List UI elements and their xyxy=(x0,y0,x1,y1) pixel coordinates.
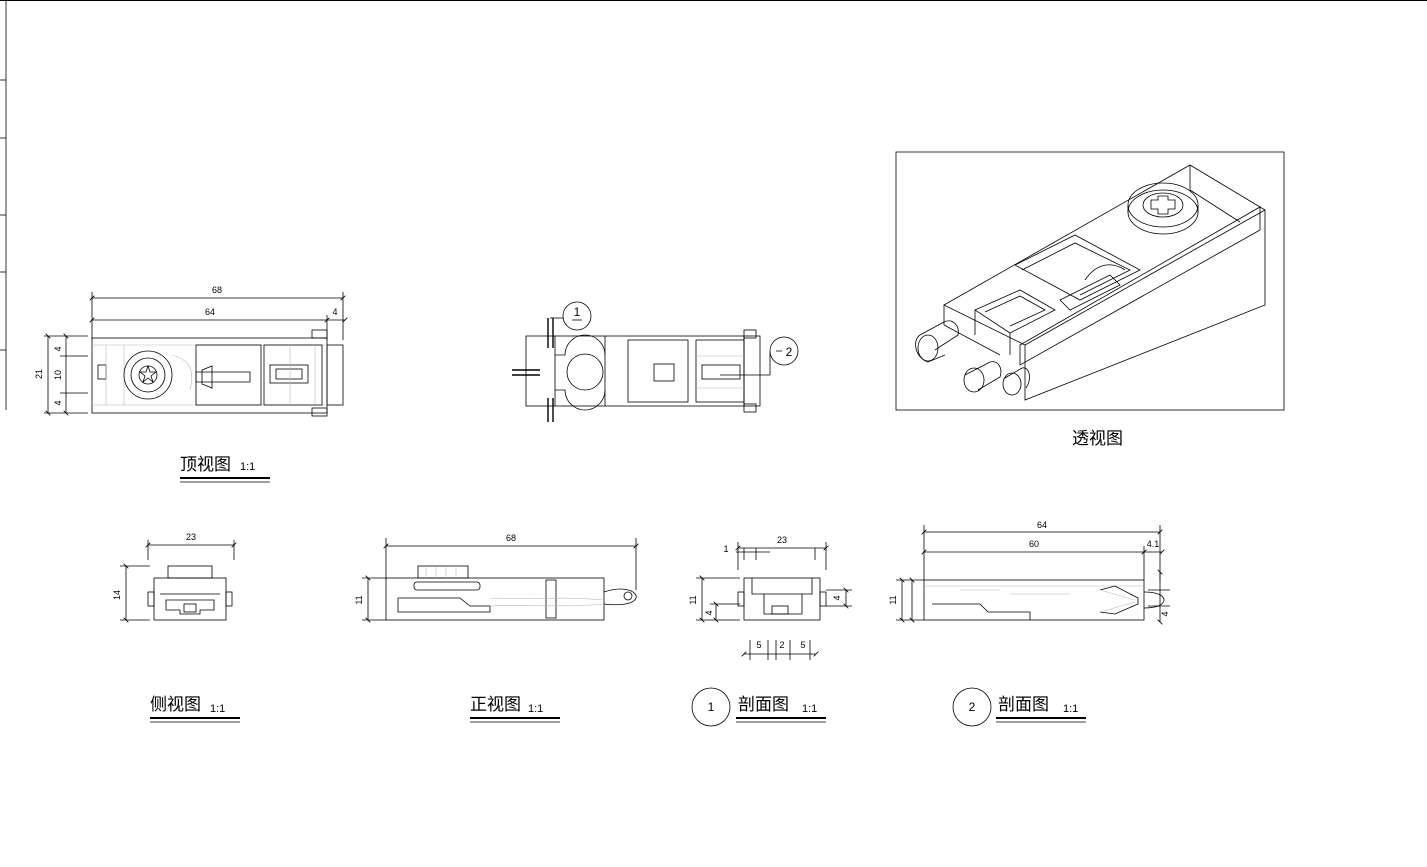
front-dim-68: 68 xyxy=(506,533,516,543)
section-marker-2: 2 xyxy=(769,336,799,366)
perspective-model xyxy=(915,164,1266,401)
top-dim-4b: 4 xyxy=(53,400,63,405)
top-view-title: 顶视图 xyxy=(180,455,231,475)
section-1-view: 23 1 11 4 4 5 2 5 1 剖面图 xyxy=(688,535,852,727)
top-dim-10: 10 xyxy=(53,370,63,380)
side-dim-23: 23 xyxy=(186,532,196,542)
top-view-scale: 1:1 xyxy=(240,461,255,473)
section-1-scale: 1:1 xyxy=(802,703,817,715)
perspective-view: 透视图 xyxy=(895,151,1285,449)
sec1-dim-1: 1 xyxy=(723,544,728,554)
perspective-frame xyxy=(895,151,1285,411)
sec2-dim-11: 11 xyxy=(888,595,898,604)
section-cut-marks xyxy=(512,317,771,422)
sec2-dim-64: 64 xyxy=(1037,520,1047,530)
side-view: 23 14 侧视图 1:1 xyxy=(112,532,240,723)
top-dim-68: 68 xyxy=(212,285,222,295)
top-dim-21: 21 xyxy=(34,369,44,379)
top-view-body xyxy=(91,329,344,417)
section-2-title: 剖面图 xyxy=(998,695,1049,715)
sec2-dim-4-1: 4.1 xyxy=(1147,539,1160,549)
side-dim-14: 14 xyxy=(112,590,122,600)
sec1-dim-4-right: 4 xyxy=(832,595,842,600)
top-dim-4: 4 xyxy=(332,307,337,317)
section-2-number: 2 xyxy=(969,700,976,714)
top-view: 68 64 4 21 4 10 4 xyxy=(34,285,345,483)
section-marker-1: 1 xyxy=(562,301,592,331)
top-dim-64: 64 xyxy=(205,307,215,317)
section-2-title-bubble: 2 xyxy=(952,687,992,727)
front-view-scale: 1:1 xyxy=(528,703,543,715)
sec2-dim-60: 60 xyxy=(1029,539,1039,549)
top-view-dimensions: 68 64 4 21 4 10 4 xyxy=(34,285,345,413)
section-2-view: 64 60 4.1 11 4 2 剖面图 1:1 xyxy=(888,520,1170,727)
front-view: 68 11 正视图 1:1 xyxy=(354,533,636,723)
section-marker-2-number: 2 xyxy=(786,345,793,359)
sec1-dim-23: 23 xyxy=(777,535,787,545)
section-marker-1-number: 1 xyxy=(574,305,581,319)
side-view-title: 侧视图 xyxy=(150,695,201,715)
sec1-dim-11: 11 xyxy=(688,595,698,604)
sheet-border xyxy=(0,0,1427,410)
sec2-dim-4: 4 xyxy=(1160,611,1170,616)
top-dim-4a: 4 xyxy=(53,346,63,351)
sec1-dim-5a: 5 xyxy=(756,640,761,650)
plan-view-sectioned: 1 2 xyxy=(512,301,799,422)
sec1-dim-4-left: 4 xyxy=(704,610,714,615)
side-view-scale: 1:1 xyxy=(210,703,225,715)
sec1-dim-2: 2 xyxy=(779,640,784,650)
section-2-scale: 1:1 xyxy=(1063,703,1078,715)
section-1-title: 剖面图 xyxy=(738,695,789,715)
sec1-dim-5b: 5 xyxy=(800,640,805,650)
front-view-title: 正视图 xyxy=(470,695,521,715)
front-dim-11: 11 xyxy=(354,595,364,604)
section-1-title-bubble: 1 xyxy=(691,687,731,727)
perspective-view-title: 透视图 xyxy=(1072,429,1123,449)
section-1-number: 1 xyxy=(708,700,715,714)
